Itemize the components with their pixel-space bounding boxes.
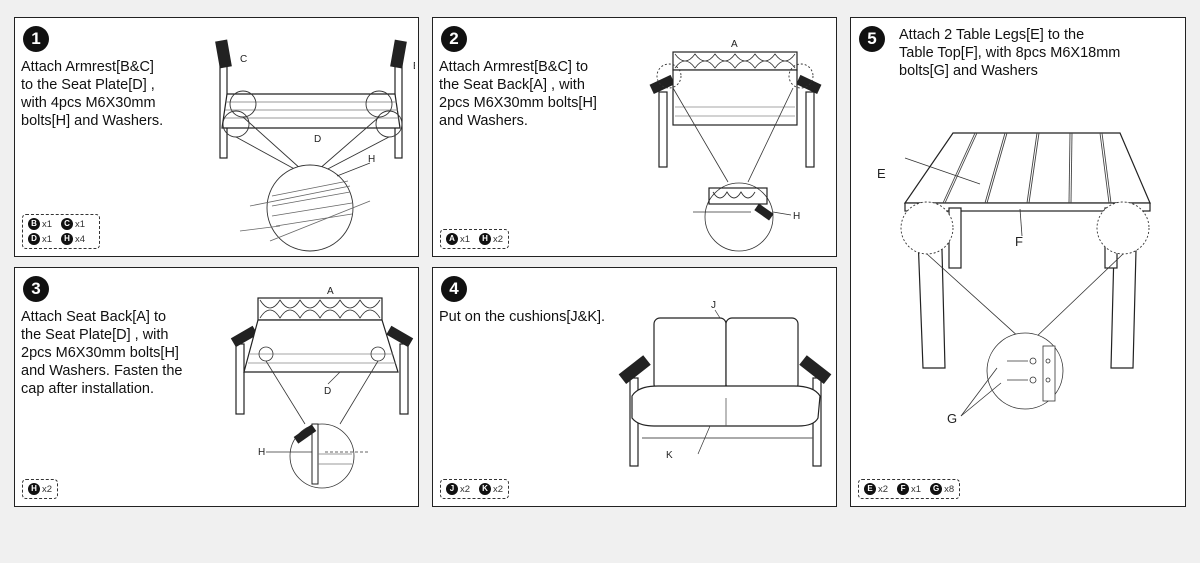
label-g: G [947,411,957,426]
step-instruction: Attach Armrest[B&C] to the Seat Back[A] … [439,59,597,129]
table-assembly-diagram: E F G [877,132,1151,426]
label-f: F [1015,234,1023,249]
step-number-badge: 5 [859,26,885,52]
step-1-panel: 1 Attach Armrest[B&C] to the Seat Plate[… [14,17,419,257]
step-3-panel: 3 Attach Seat Back[A] to the Seat Plate[… [14,267,419,507]
step-number-badge: 4 [441,276,467,302]
label-c: C [240,54,247,65]
step-5-panel: 5 Attach 2 Table Legs[E] to the Table To… [850,17,1186,507]
step-instruction: Attach 2 Table Legs[E] to the Table Top[… [899,27,1121,79]
label-h: H [793,211,800,222]
label-h: H [258,447,265,458]
armrest-seat-plate-diagram: C B D H [215,39,415,252]
step-number-badge: 2 [441,26,467,52]
step-instruction: Attach Seat Back[A] to the Seat Plate[D]… [21,309,183,397]
step-instruction: Attach Armrest[B&C] to the Seat Plate[D]… [21,59,164,129]
step-instruction: Put on the cushions[J&K]. [439,309,606,325]
label-d: D [314,134,321,145]
cushion-placement-diagram: J K [618,300,832,467]
label-a: A [327,286,334,297]
seat-back-seat-plate-diagram: A D H [230,286,414,489]
label-h: H [368,154,375,165]
label-e: E [877,166,886,181]
label-d: D [324,386,331,397]
label-b: B [413,61,415,72]
label-a: A [731,39,738,50]
label-k: K [666,450,673,461]
step-number-badge: 3 [23,276,49,302]
step-2-panel: 2 Attach Armrest[B&C] to the Seat Back[A… [432,17,837,257]
armrest-seat-back-diagram: A H [649,39,822,252]
label-j: J [711,300,716,311]
step-number-badge: 1 [23,26,49,52]
